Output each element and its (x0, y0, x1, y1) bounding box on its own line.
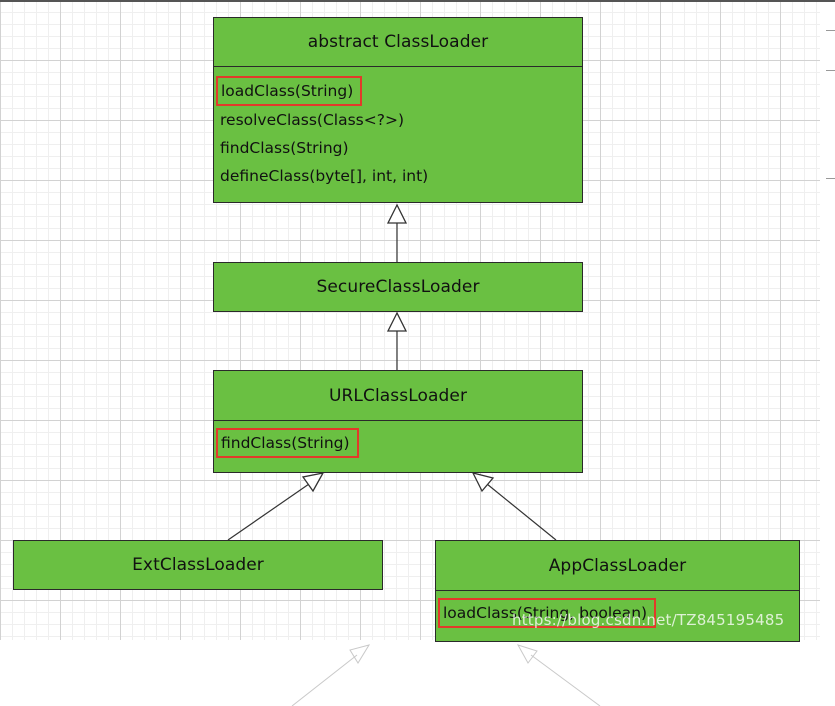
method-loadclass-boolean: loadClass(String, boolean) (438, 598, 657, 628)
method-resolveclass: resolveClass(Class<?>) (220, 111, 404, 129)
inheritance-arrowhead (386, 203, 408, 224)
class-box-extclassloader[interactable]: ExtClassLoader (13, 540, 383, 590)
methods-compartment: loadClass(String) resolveClass(Class<?>)… (214, 66, 582, 201)
method-defineclass: defineClass(byte[], int, int) (220, 167, 429, 185)
class-name: abstract ClassLoader (307, 32, 489, 52)
class-box-appclassloader[interactable]: AppClassLoader loadClass(String, boolean… (435, 540, 800, 642)
inheritance-arrowhead (471, 472, 495, 493)
class-name: ExtClassLoader (132, 554, 264, 575)
faint-arrowhead-right (516, 644, 538, 664)
class-name: AppClassLoader (548, 555, 687, 576)
connector-app-to-url (486, 483, 557, 541)
watermark-text: https://blog.csdn.net/TZ845195485 (512, 611, 785, 629)
connector-ext-to-url (227, 483, 310, 541)
class-box-urlclassloader[interactable]: URLClassLoader findClass(String) (213, 370, 583, 473)
inheritance-arrowhead (301, 472, 325, 493)
class-name: SecureClassLoader (316, 276, 480, 297)
edge-tick (826, 178, 835, 179)
faint-connector-left (291, 654, 358, 706)
methods-compartment: findClass(String) (214, 420, 582, 471)
method-findclass: findClass(String) (220, 139, 349, 157)
edge-tick (826, 70, 835, 71)
class-box-secureclassloader[interactable]: SecureClassLoader (213, 262, 583, 312)
class-name: URLClassLoader (328, 385, 468, 406)
faint-connector-right (530, 654, 601, 706)
method-findclass: findClass(String) (216, 428, 359, 458)
methods-compartment: loadClass(String, boolean) (436, 590, 799, 640)
inheritance-arrowhead (386, 311, 408, 332)
edge-tick-marks (826, 30, 835, 190)
class-box-classloader[interactable]: abstract ClassLoader loadClass(String) r… (213, 17, 583, 203)
faint-arrowhead-left (349, 644, 371, 664)
edge-tick (826, 30, 835, 31)
method-loadclass: loadClass(String) (216, 76, 363, 106)
top-border-line (0, 0, 835, 2)
